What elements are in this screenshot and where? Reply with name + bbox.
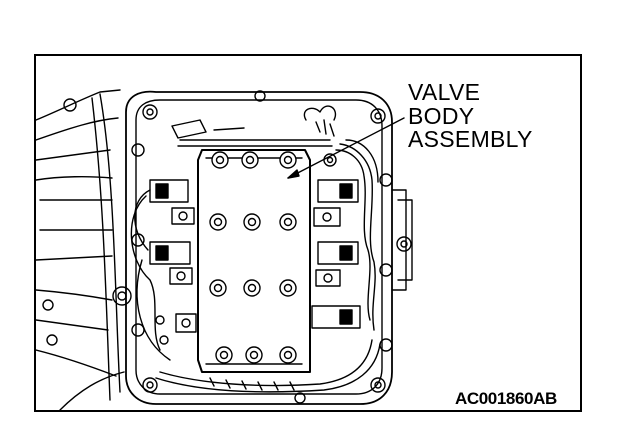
figure-code: AC001860AB xyxy=(455,389,557,408)
side-bracket xyxy=(391,189,413,291)
transmission-case-left xyxy=(36,89,132,410)
valve-body-assembly-label: VALVE BODY ASSEMBLY xyxy=(408,79,533,152)
left-solenoids xyxy=(130,179,197,361)
callout-leader-line xyxy=(287,117,405,179)
valve-body-plate xyxy=(177,139,333,373)
right-solenoids xyxy=(311,153,361,329)
callout-leader-arrow xyxy=(287,169,300,179)
valve-body-bolts xyxy=(209,151,297,364)
callout-line-2: BODY xyxy=(408,102,475,129)
wiring-harness xyxy=(155,105,381,393)
callout-line-3: ASSEMBLY xyxy=(408,126,533,152)
callout-line-1: VALVE xyxy=(408,79,481,105)
